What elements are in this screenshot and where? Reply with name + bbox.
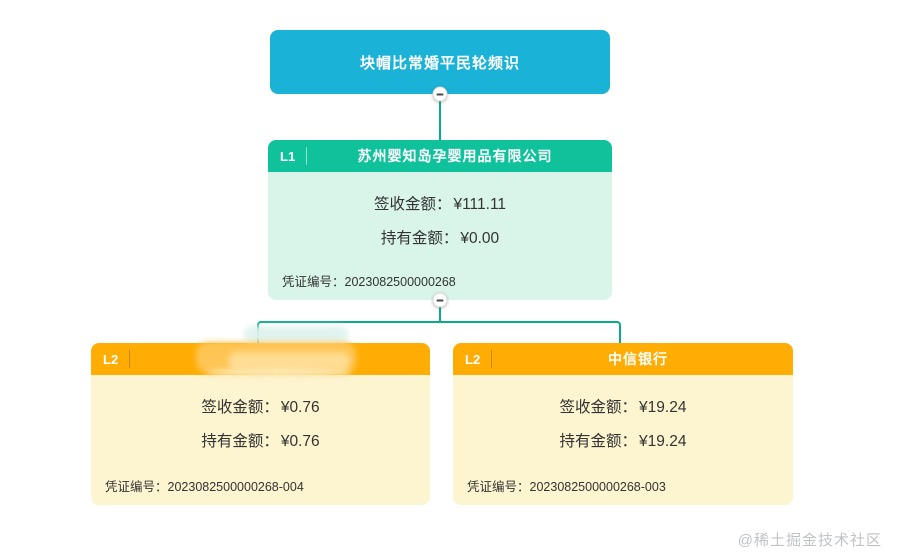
l1-card[interactable]: L1 苏州婴知岛孕婴用品有限公司 签收金额：¥111.11 持有金额：¥0.00… [268, 140, 612, 308]
l2-right-level-badge: L2 [465, 351, 481, 367]
held-amount-value: ¥0.76 [280, 433, 320, 450]
minus-icon [436, 299, 444, 301]
received-amount-value: ¥0.76 [280, 399, 320, 416]
l1-collapse-button[interactable] [432, 292, 448, 308]
l1-card-body: 签收金额：¥111.11 持有金额：¥0.00 凭证编号：20230825000… [268, 172, 612, 300]
held-amount-value: ¥19.24 [639, 433, 687, 450]
header-divider [129, 350, 130, 368]
connector-root-to-l1 [439, 94, 441, 140]
received-amount-label: 签收金额： [201, 399, 279, 416]
l1-received-amount-row: 签收金额：¥111.11 [268, 194, 612, 216]
received-amount-label: 签收金额： [373, 196, 452, 213]
held-amount-value: ¥0.00 [460, 230, 500, 247]
l2-left-level-badge: L2 [103, 351, 119, 367]
voucher-label: 凭证编号： [282, 275, 345, 289]
l2-right-held-amount-row: 持有金额：¥19.24 [453, 431, 793, 453]
l2-left-held-amount-row: 持有金额：¥0.76 [91, 431, 430, 453]
l2-left-received-amount-row: 签收金额：¥0.76 [91, 397, 430, 419]
l1-card-header: L1 苏州婴知岛孕婴用品有限公司 [268, 140, 612, 172]
l2-right-voucher-row: 凭证编号：2023082500000268-003 [467, 476, 666, 495]
l2-right-received-amount-row: 签收金额：¥19.24 [453, 397, 793, 419]
voucher-label: 凭证编号： [467, 480, 530, 494]
l2-left-card[interactable]: L2 签收金额：¥0.76 持有金额：¥0.76 凭证编号：2023082500… [91, 343, 430, 505]
voucher-number: 2023082500000268-003 [529, 480, 666, 494]
l1-held-amount-row: 持有金额：¥0.00 [268, 228, 612, 250]
site-watermark: @稀土掘金技术社区 [737, 532, 882, 549]
held-amount-label: 持有金额： [201, 433, 279, 450]
l2-right-card-body: 签收金额：¥19.24 持有金额：¥19.24 凭证编号：20230825000… [453, 375, 793, 505]
l2-right-card-header: L2 中信银行 [453, 343, 793, 375]
minus-icon [436, 93, 444, 95]
l1-company-title: 苏州婴知岛孕婴用品有限公司 [357, 148, 553, 164]
l2-right-company-title: 中信银行 [608, 351, 668, 367]
held-amount-label: 持有金额： [559, 433, 638, 450]
l2-right-card[interactable]: L2 中信银行 签收金额：¥19.24 持有金额：¥19.24 凭证编号：202… [453, 343, 793, 505]
voucher-number: 2023082500000268 [344, 275, 456, 289]
root-node[interactable]: 块帽比常婚平民轮频识 [270, 30, 610, 102]
l1-level-badge: L1 [280, 148, 296, 164]
received-amount-value: ¥111.11 [453, 196, 507, 213]
connector-l1-to-branch [439, 300, 441, 322]
l2-left-voucher-row: 凭证编号：2023082500000268-004 [105, 476, 304, 495]
header-divider [306, 147, 307, 165]
header-divider [491, 350, 492, 368]
received-amount-label: 签收金额： [559, 399, 638, 416]
received-amount-value: ¥19.24 [639, 399, 687, 416]
root-collapse-button[interactable] [432, 86, 448, 102]
voucher-number: 2023082500000268-004 [167, 480, 304, 494]
l1-voucher-row: 凭证编号：2023082500000268 [282, 271, 456, 290]
root-node-title: 块帽比常婚平民轮频识 [359, 54, 520, 72]
l2-left-card-body: 签收金额：¥0.76 持有金额：¥0.76 凭证编号：2023082500000… [91, 375, 430, 505]
l2-left-card-header: L2 [91, 343, 430, 375]
voucher-label: 凭证编号： [105, 480, 168, 494]
held-amount-label: 持有金额： [380, 230, 459, 247]
connector-branch-to-l2 [257, 321, 621, 345]
